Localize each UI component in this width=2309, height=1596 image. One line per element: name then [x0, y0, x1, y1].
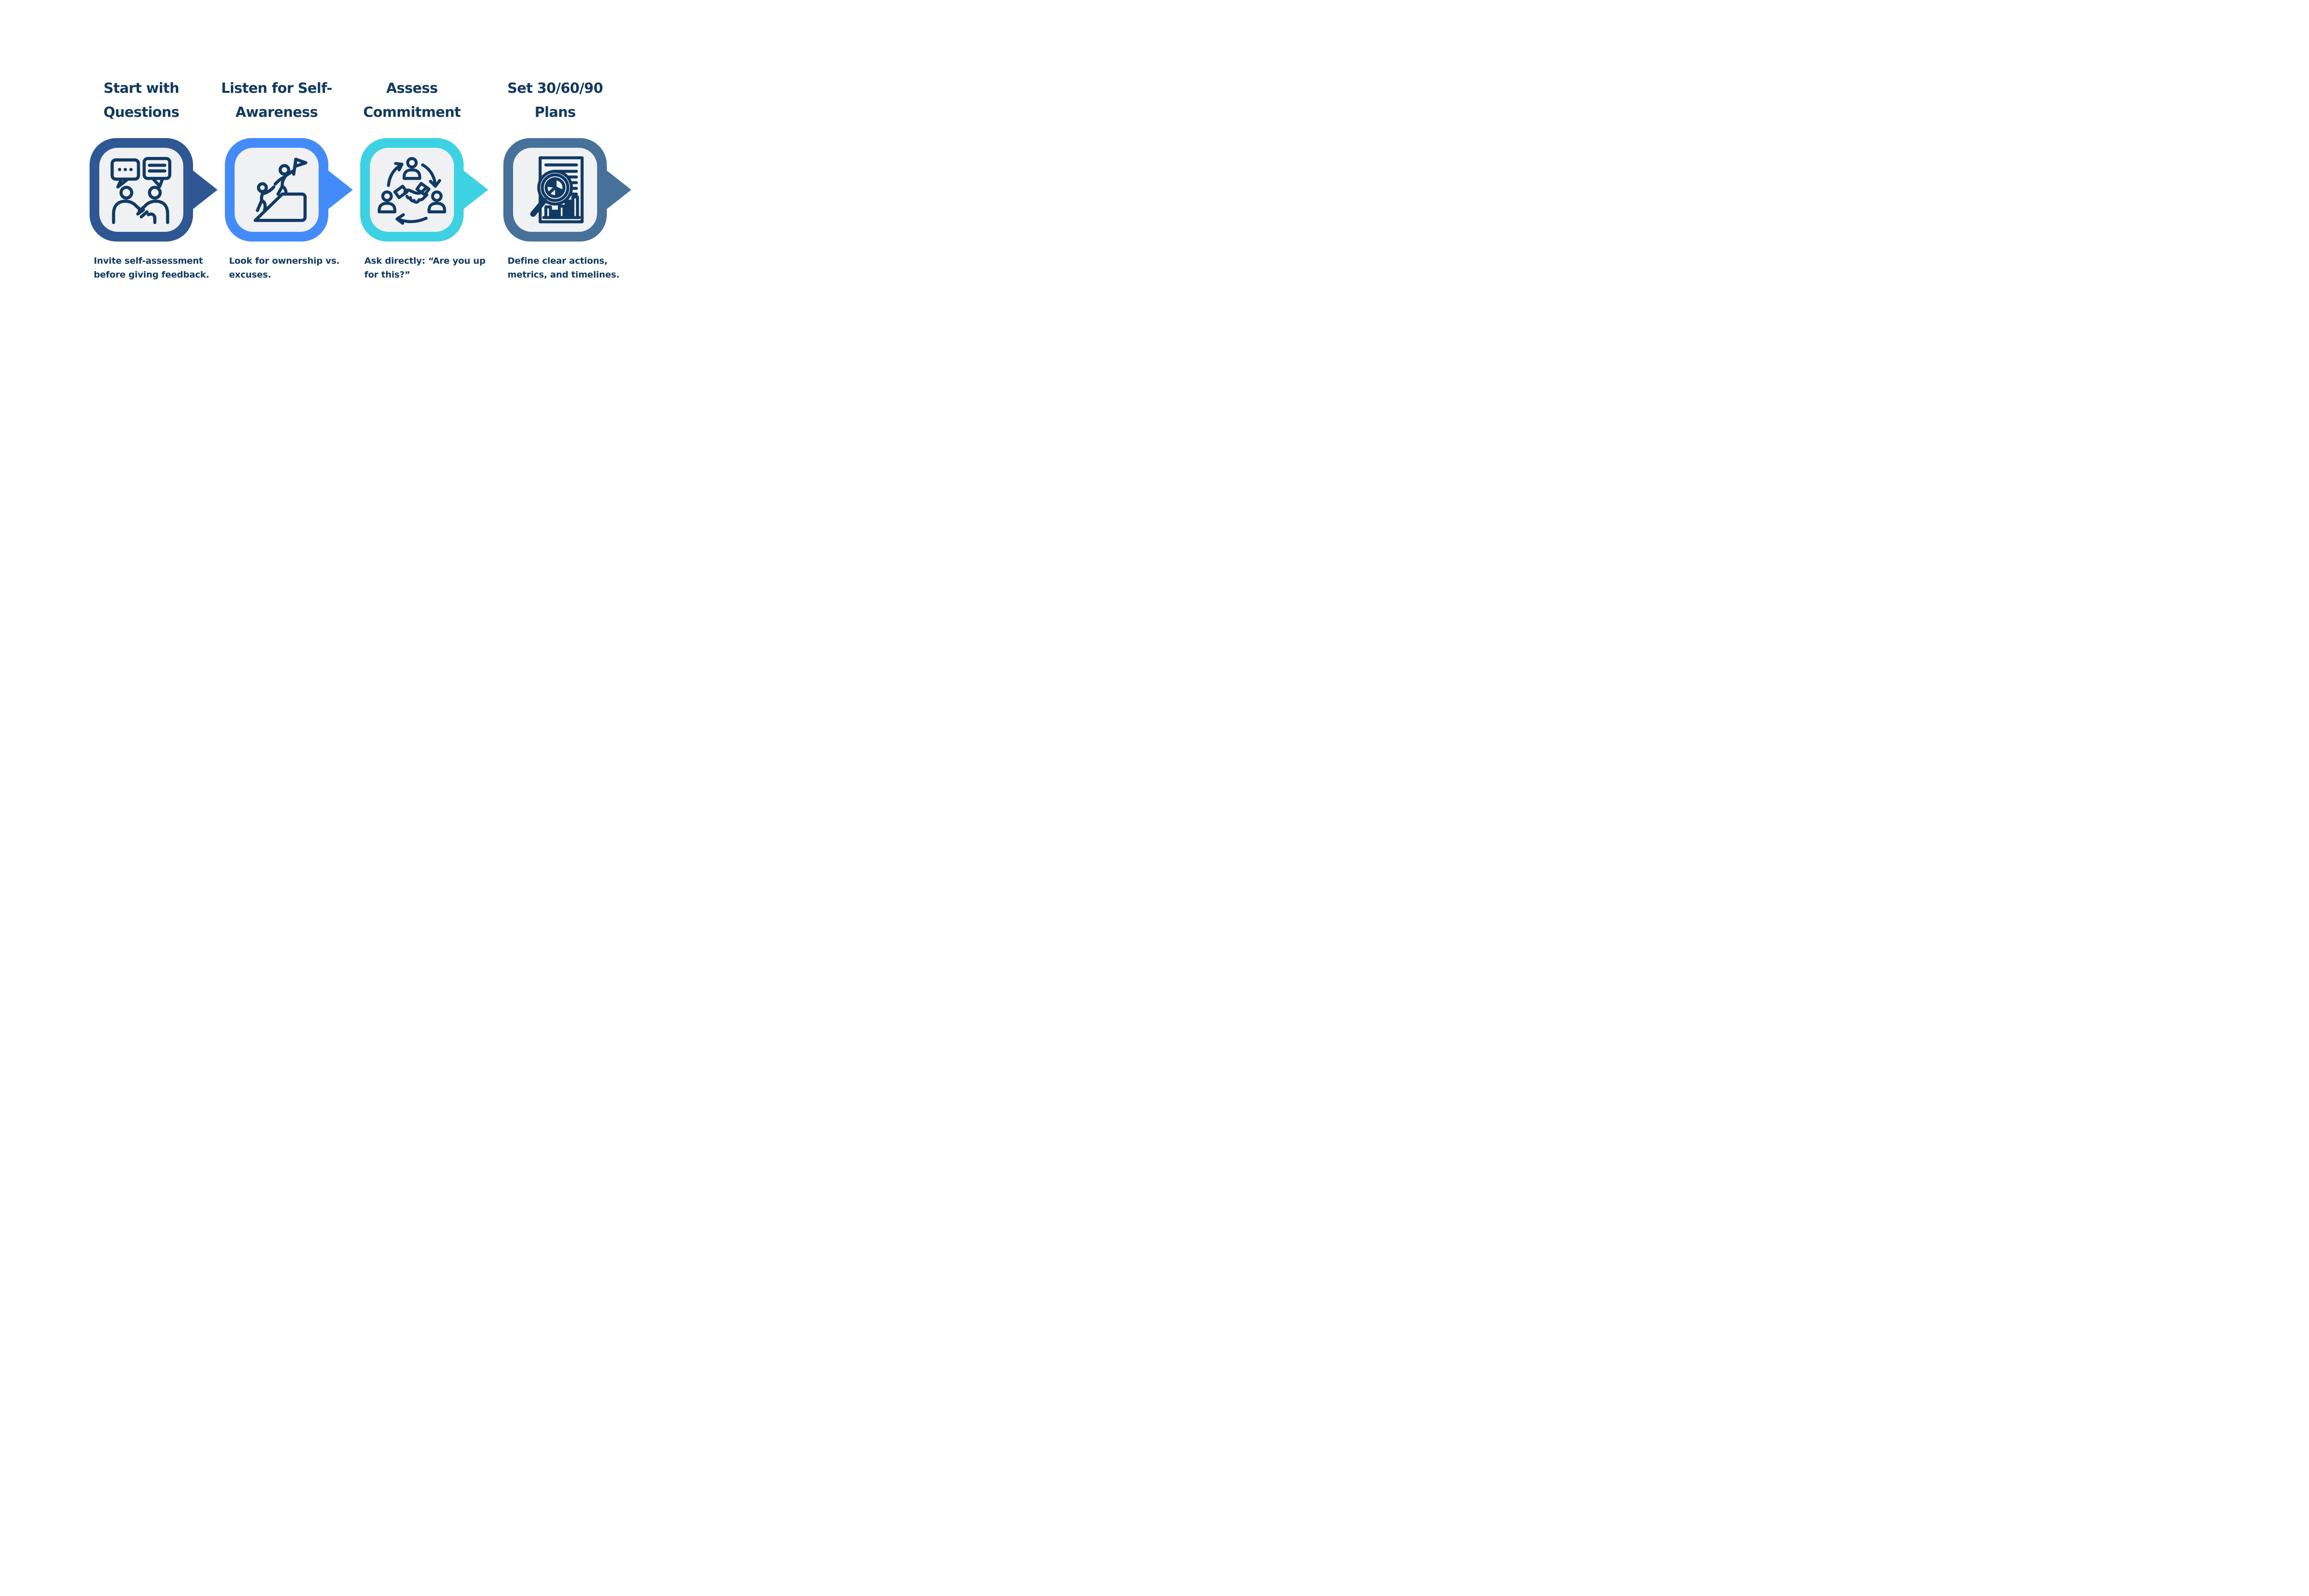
flow-arrow-icon: [192, 169, 218, 210]
step-2-title-line2: Awareness: [235, 104, 318, 121]
step-2-title: Listen for Self- Awareness: [221, 77, 332, 125]
step-3: Assess Commitment: [360, 0, 488, 355]
step-1: Start with Questions: [90, 0, 218, 355]
step-3-badge-panel: [370, 148, 454, 232]
step-1-title: Start with Questions: [103, 77, 180, 125]
conversation-icon: [110, 157, 171, 224]
step-3-title-line1: Assess: [386, 80, 438, 97]
step-3-title-line2: Commitment: [363, 104, 461, 121]
report-magnifier-icon: [530, 156, 584, 224]
step-3-desc-line2: for this?”: [364, 269, 411, 280]
process-infographic: Start with Questions: [0, 0, 709, 355]
step-4-title-line1: Set 30/60/90: [507, 80, 603, 97]
step-1-title-line1: Start with: [103, 80, 179, 97]
step-1-desc-line2: before giving feedback.: [94, 269, 210, 280]
step-4-badge-frame: [503, 138, 607, 242]
step-2-badge-frame: [225, 138, 328, 242]
climb-flag-icon: [254, 157, 308, 222]
step-1-description: Invite self-assessment before giving fee…: [94, 254, 209, 282]
step-2-desc-line2: excuses.: [229, 269, 272, 280]
step-4-title: Set 30/60/90 Plans: [508, 77, 603, 125]
step-4-desc-line2: metrics, and timelines.: [508, 269, 620, 280]
step-1-title-line2: Questions: [103, 104, 180, 121]
step-3-desc-line1: Ask directly: “Are you up: [364, 256, 486, 266]
step-3-badge: [360, 138, 488, 242]
step-2-badge: [225, 138, 353, 242]
step-2-description: Look for ownership vs. excuses.: [229, 254, 339, 282]
step-4-desc-line1: Define clear actions,: [508, 256, 608, 266]
handshake-cycle-icon: [377, 157, 447, 225]
step-2-title-line1: Listen for Self-: [221, 80, 332, 97]
step-1-badge: [90, 138, 218, 242]
step-4-badge-panel: [513, 148, 597, 232]
step-3-badge-frame: [360, 138, 464, 242]
flow-arrow-icon: [462, 169, 488, 210]
step-1-badge-panel: [99, 148, 183, 232]
step-3-description: Ask directly: “Are you up for this?”: [364, 254, 486, 282]
step-2: Listen for Self- Awareness: [221, 0, 353, 355]
step-2-desc-line1: Look for ownership vs.: [229, 256, 340, 266]
step-3-title: Assess Commitment: [363, 77, 461, 125]
step-4-title-line2: Plans: [534, 104, 576, 121]
step-1-badge-frame: [90, 138, 193, 242]
step-1-desc-line1: Invite self-assessment: [94, 256, 203, 266]
step-4-badge: [503, 138, 631, 242]
step-2-badge-panel: [235, 148, 319, 232]
flow-arrow-icon: [605, 169, 631, 210]
flow-arrow-icon: [327, 169, 353, 210]
step-4-description: Define clear actions, metrics, and timel…: [508, 254, 619, 282]
step-4: Set 30/60/90 Plans: [503, 0, 631, 355]
